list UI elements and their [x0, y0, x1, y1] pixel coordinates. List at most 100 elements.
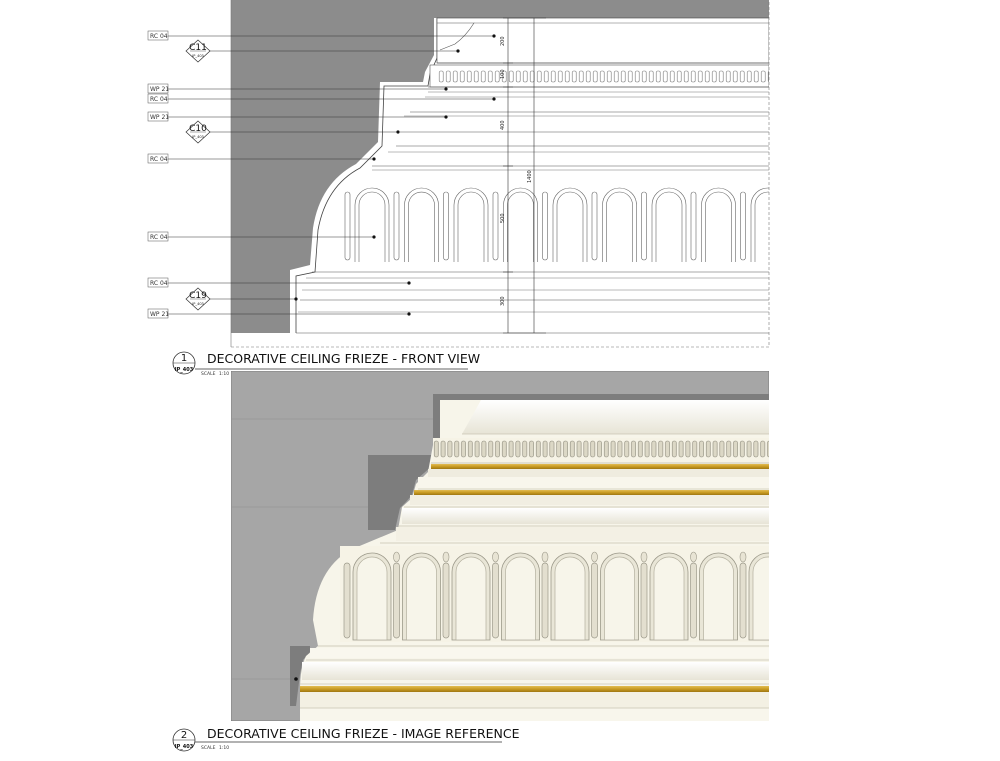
arch [404, 187, 439, 262]
arch-inner [752, 556, 769, 641]
svg-text:IP_403: IP_403 [192, 135, 204, 139]
pilaster [790, 192, 795, 260]
svg-text:RC 04: RC 04 [150, 280, 168, 287]
material-tag: RC 04 [147, 93, 169, 104]
arch-inner [406, 556, 437, 641]
pilaster [542, 191, 548, 261]
material-tag: RC 04 [147, 231, 169, 242]
drawing-title-1: 1 IP_403 DECORATIVE CEILING FRIEZE - FRO… [172, 351, 480, 377]
arch [354, 187, 390, 262]
pilaster [443, 191, 449, 261]
arch-inner [653, 556, 685, 641]
arch-inner [606, 191, 633, 262]
pilaster [343, 562, 351, 639]
svg-text:RC 04: RC 04 [150, 96, 168, 103]
pilaster [739, 562, 747, 639]
drawing-sheet-ref-1: IP_403 [175, 367, 194, 373]
drop-ornament [442, 551, 450, 563]
drawing-number-1: 1 [181, 353, 187, 364]
arch-inner [457, 191, 485, 262]
pilaster [690, 562, 697, 639]
dimension-lines [503, 17, 546, 334]
arch-inner [554, 556, 586, 641]
drop-ornament [492, 551, 499, 563]
pilaster [641, 191, 647, 261]
arch-inner [754, 191, 769, 262]
arch-inner [408, 191, 435, 262]
pilaster [393, 562, 400, 639]
arch-inner [703, 556, 734, 641]
pilaster [344, 191, 351, 261]
arch-inner [655, 191, 683, 262]
arch-inner [705, 191, 732, 262]
arch [602, 187, 637, 262]
scale-value-1: 1:10 [219, 371, 229, 377]
pilaster [740, 191, 746, 261]
drawing-sheet-ref-2: IP_403 [175, 744, 194, 750]
arch-inner [455, 556, 487, 641]
svg-text:WP 21: WP 21 [150, 86, 169, 93]
pilaster [591, 191, 598, 261]
pilaster [442, 562, 450, 639]
arch [552, 187, 588, 262]
drop-ornament [393, 551, 400, 563]
material-tag: WP 21 [147, 111, 169, 122]
arch [750, 187, 769, 262]
dimension-d2: 100 [500, 69, 506, 79]
dimension-d1: 200 [500, 36, 506, 46]
drawing-title-text-1: DECORATIVE CEILING FRIEZE - FRONT VIEW [207, 351, 480, 366]
drawing-title-2: 2 IP_403 DECORATIVE CEILING FRIEZE - IMA… [172, 726, 520, 752]
drop-ornament [690, 551, 697, 563]
svg-text:RC 04: RC 04 [150, 33, 168, 40]
svg-text:WP 21: WP 21 [150, 114, 169, 121]
pilaster [492, 562, 499, 639]
scale-label-1: SCALE [201, 371, 216, 377]
pilaster [690, 191, 697, 261]
image-reference-render: 2 IP_403 DECORATIVE CEILING FRIEZE - IMA… [172, 371, 796, 752]
arch-inner [505, 556, 536, 641]
arch [701, 187, 736, 262]
arch-inner [356, 556, 388, 641]
pilaster [790, 563, 796, 638]
dimension-d3: 400 [500, 120, 506, 130]
svg-text:RC 04: RC 04 [150, 156, 168, 163]
drop-ornament [640, 551, 648, 563]
drawing-title-text-2: DECORATIVE CEILING FRIEZE - IMAGE REFERE… [207, 726, 520, 741]
svg-text:C19: C19 [189, 291, 207, 301]
arch-inner [358, 191, 386, 262]
arch-inner [604, 556, 635, 641]
dimension-d4: 1400 [527, 170, 533, 183]
drop-ornament [541, 551, 549, 563]
pilaster [640, 562, 648, 639]
svg-text:RC 04: RC 04 [150, 234, 168, 241]
material-tag: RC 04 [147, 153, 169, 164]
svg-text:WP 21: WP 21 [150, 311, 169, 318]
drop-ornament [591, 551, 598, 563]
dimension-d6: 300 [500, 296, 506, 306]
arch [503, 187, 538, 262]
svg-text:C10: C10 [189, 124, 207, 134]
detail-callout-c11[interactable]: C11 IP_403 [185, 39, 211, 63]
pilaster [541, 562, 549, 639]
material-tag: RC 04 [147, 30, 169, 41]
material-tag: RC 04 [147, 277, 169, 288]
material-tag: WP 21 [147, 308, 169, 319]
arcade-frieze-render [343, 551, 796, 641]
leader-dots [294, 34, 496, 316]
material-tag: WP 21 [147, 83, 169, 94]
detail-callout-c19[interactable]: C19 IP_403 [185, 287, 211, 311]
arch [651, 187, 687, 262]
pilaster [492, 191, 499, 261]
arch [453, 187, 489, 262]
pilaster [393, 191, 400, 261]
svg-text:IP_403: IP_403 [192, 54, 204, 58]
pilaster [591, 562, 598, 639]
scale-value-2: 1:10 [219, 745, 229, 751]
drawing-number-2: 2 [181, 730, 187, 741]
arch-inner [556, 191, 584, 262]
scale-label-2: SCALE [201, 745, 216, 751]
drop-ornament [739, 551, 747, 563]
front-view-drawing: 200 100 400 1400 500 300 [147, 0, 795, 377]
detail-callout-c10[interactable]: C10 IP_403 [185, 120, 211, 144]
